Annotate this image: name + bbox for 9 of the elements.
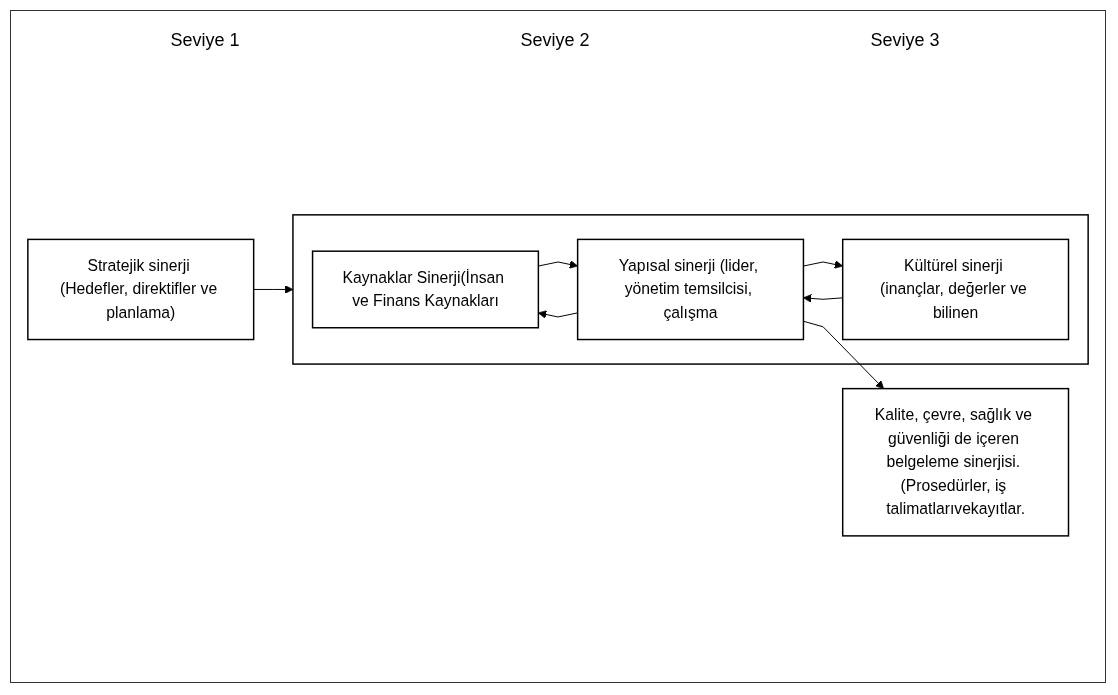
cluster	[292, 213, 1089, 365]
node-box: Yapısal sinerji (lider, yönetim temsilcisi, çalışma	[576, 238, 805, 340]
level-label: Seviye 1	[170, 30, 240, 51]
level-label: Seviye 3	[870, 30, 940, 51]
node-box: Kalite, çevre, sağlık ve güvenliği de içeren belgeleme sinerjisi. (Prosedürler, iş talimatlarıvekayıtlar.	[841, 387, 1070, 537]
node-box: Kültürel sinerji (inançlar, değerler ve bilinen	[841, 238, 1070, 340]
node-box: Stratejik sinerji (Hedefler, direktifler ve planlama)	[27, 238, 255, 340]
level-label: Seviye 2	[520, 30, 590, 51]
node-box: Kaynaklar Sinerji(İnsan ve Finans Kaynakları	[311, 250, 540, 329]
